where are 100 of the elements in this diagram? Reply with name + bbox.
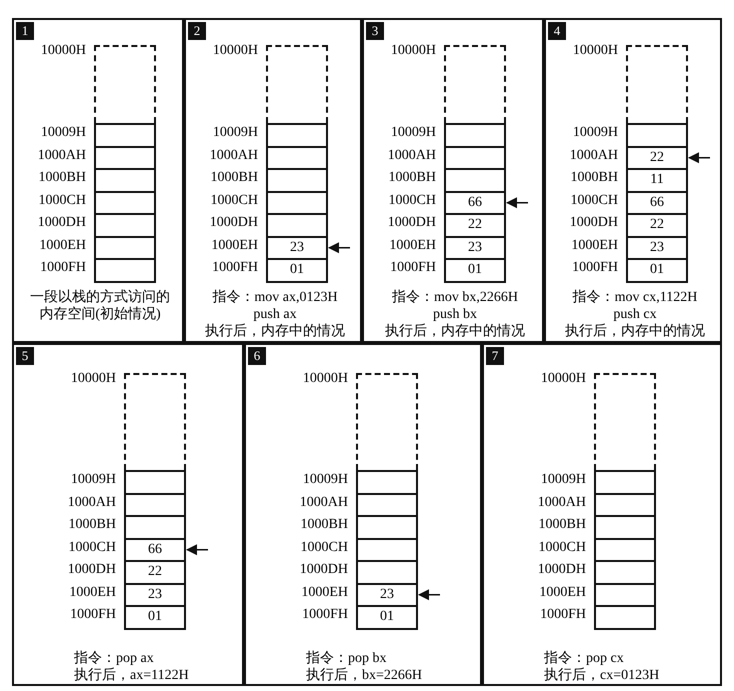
address-label: 1000EH (39, 238, 86, 254)
address-label: 10000H (540, 371, 586, 387)
instruction-text: 指令：pop ax (74, 650, 154, 666)
panel-number: 7 (486, 347, 504, 365)
address-label: 1000AH (68, 494, 116, 510)
pointer-arrow (328, 242, 350, 254)
address-label: 10009H (302, 472, 348, 488)
address-label: 1000DH (38, 215, 86, 231)
memory-cell (444, 168, 506, 192)
address-label: 10000H (390, 43, 436, 59)
address-label: 1000DH (388, 215, 436, 231)
address-label: 1000EH (389, 238, 436, 254)
address-label: 1000FH (302, 607, 348, 623)
result-text: 执行后，内存中的情况 (564, 322, 706, 340)
pointer-arrow (688, 152, 710, 164)
instruction-text: 一段以栈的方式访问的内存空间(初始情况) (29, 288, 171, 322)
address-label: 10000H (302, 371, 348, 387)
address-label: 10009H (212, 125, 258, 141)
address-label: 1000DH (68, 562, 116, 578)
address-label: 10000H (572, 43, 618, 59)
memory-cell: 22 (124, 560, 186, 584)
address-label: 10009H (572, 125, 618, 141)
address-label: 10009H (70, 472, 116, 488)
instruction-text: 指令：pop bx (306, 650, 386, 666)
address-label: 1000CH (570, 192, 618, 208)
address-label: 1000BH (68, 517, 116, 533)
panel-number: 3 (366, 22, 384, 40)
address-label: 1000CH (388, 192, 436, 208)
memory-cell (94, 123, 156, 148)
address-label: 1000EH (69, 584, 116, 600)
memory-cell: 11 (626, 168, 688, 192)
memory-cell (266, 123, 328, 148)
memory-cell: 01 (626, 258, 688, 282)
address-label: 1000FH (212, 260, 258, 276)
address-label: 1000EH (301, 584, 348, 600)
pointer-arrow (418, 589, 440, 600)
memory-cell (94, 213, 156, 238)
instruction-text: 指令：mov bx,2266H push bx (391, 288, 519, 322)
address-label: 1000AH (300, 494, 348, 510)
address-label: 1000DH (300, 562, 348, 578)
address-label: 1000EH (571, 238, 618, 254)
memory-cell (94, 168, 156, 192)
address-label: 1000FH (40, 260, 86, 276)
stack-panel (12, 343, 244, 686)
address-label: 1000DH (210, 215, 258, 231)
memory-cell: 22 (626, 213, 688, 238)
address-label: 1000BH (210, 170, 258, 186)
memory-cell: 01 (356, 605, 418, 630)
panel-number: 4 (548, 22, 566, 40)
stack-panel (544, 18, 722, 343)
stack-panel (12, 18, 184, 343)
memory-cell (626, 123, 688, 148)
address-label: 1000FH (572, 260, 618, 276)
stack-panel (362, 18, 544, 343)
address-label: 1000CH (38, 192, 86, 208)
result-text: 执行后，ax=1122H (74, 666, 189, 684)
address-label: 1000FH (540, 607, 586, 623)
memory-cell (594, 605, 656, 630)
memory-cell (594, 560, 656, 584)
address-label: 10009H (40, 125, 86, 141)
result-text: 执行后，内存中的情况 (204, 322, 346, 340)
result-text: 执行后，bx=2266H (306, 666, 422, 684)
address-label: 10000H (70, 371, 116, 387)
memory-cell: 01 (266, 258, 328, 282)
instruction-text: 指令：mov ax,0123H push ax (211, 288, 339, 322)
result-text: 执行后，cx=0123H (544, 666, 660, 684)
address-label: 1000CH (68, 540, 116, 556)
address-label: 1000CH (210, 192, 258, 208)
stack-panel (482, 343, 722, 686)
panel-number: 1 (16, 22, 34, 40)
address-label: 1000FH (70, 607, 116, 623)
address-label: 1000AH (388, 148, 436, 164)
pointer-arrow (506, 197, 528, 208)
memory-cell (356, 560, 418, 584)
memory-cell: 01 (444, 258, 506, 282)
memory-cell (444, 123, 506, 148)
stack-panel (184, 18, 362, 343)
memory-cell: 01 (124, 605, 186, 630)
instruction-text: 指令：pop cx (544, 650, 624, 666)
memory-cell (594, 470, 656, 494)
stack-panel (244, 343, 482, 686)
memory-cell (266, 168, 328, 192)
address-label: 1000DH (538, 562, 586, 578)
address-label: 1000CH (300, 540, 348, 556)
address-label: 1000AH (38, 148, 86, 164)
address-label: 1000AH (210, 148, 258, 164)
address-label: 10000H (40, 43, 86, 59)
result-text: 执行后，内存中的情况 (384, 322, 526, 340)
address-label: 10000H (212, 43, 258, 59)
memory-cell (594, 515, 656, 540)
address-label: 10009H (540, 472, 586, 488)
memory-cell (356, 470, 418, 494)
address-label: 1000CH (538, 540, 586, 556)
address-label: 1000DH (570, 215, 618, 231)
address-label: 1000BH (538, 517, 586, 533)
memory-cell: 22 (444, 213, 506, 238)
panel-number: 6 (248, 347, 266, 365)
address-label: 1000AH (538, 494, 586, 510)
memory-cell (124, 515, 186, 540)
address-label: 1000FH (390, 260, 436, 276)
